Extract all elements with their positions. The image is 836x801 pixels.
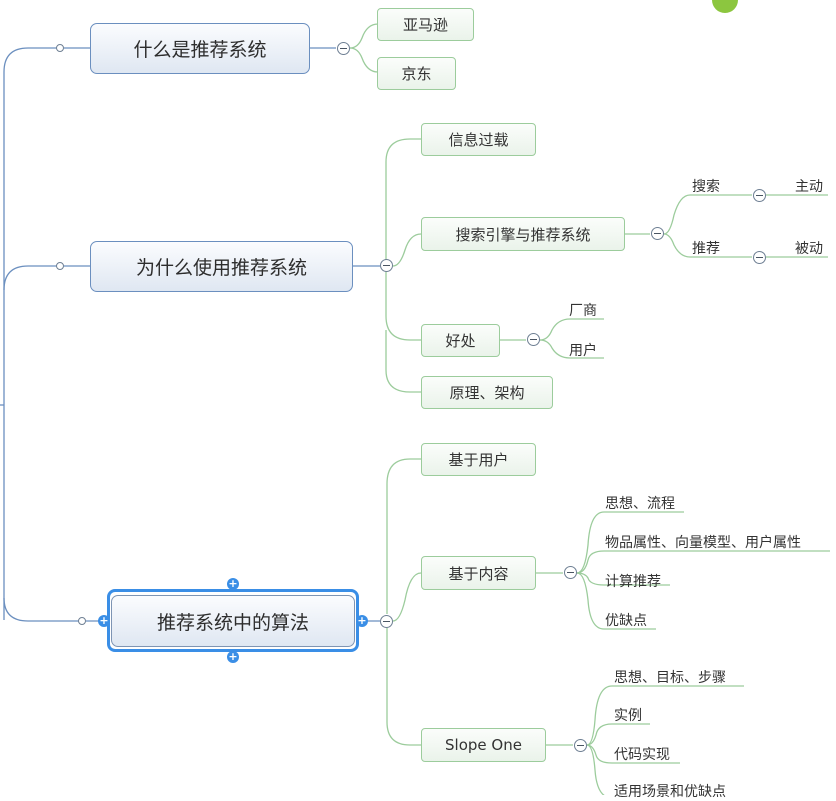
collapse-toggle-icon[interactable]: [527, 333, 540, 346]
leaf-active[interactable]: 主动: [795, 179, 823, 195]
topic-joint: [78, 617, 86, 625]
leaf-slope-3[interactable]: 适用场景和优缺点: [614, 784, 726, 800]
topic-label: 推荐系统中的算法: [156, 611, 309, 634]
subtopic-label: 信息过载: [448, 131, 509, 149]
leaf-recommend[interactable]: 推荐: [692, 241, 720, 257]
subtopic-search-vs-recommend[interactable]: 搜索引擎与推荐系统: [421, 217, 625, 251]
add-topic-bottom-icon[interactable]: +: [227, 650, 239, 663]
leaf-content-3[interactable]: 优缺点: [605, 613, 647, 629]
collapse-toggle-icon[interactable]: [753, 189, 766, 202]
add-topic-left-icon[interactable]: +: [98, 614, 110, 627]
topic-label: 什么是推荐系统: [133, 39, 267, 61]
leaf-content-0[interactable]: 思想、流程: [605, 496, 675, 512]
leaf-user[interactable]: 用户: [569, 343, 597, 359]
leaf-slope-2[interactable]: 代码实现: [614, 747, 670, 763]
topic-label: 为什么使用推荐系统: [135, 257, 307, 279]
add-topic-top-icon[interactable]: +: [227, 577, 239, 590]
add-topic-right-icon[interactable]: +: [356, 614, 368, 627]
topic-why-use-recsys[interactable]: 为什么使用推荐系统: [90, 241, 353, 292]
topic-what-is-recsys[interactable]: 什么是推荐系统: [90, 23, 310, 74]
subtopic-label: 好处: [445, 332, 476, 350]
collapse-toggle-icon[interactable]: [574, 739, 587, 752]
leaf-slope-0[interactable]: 思想、目标、步骤: [614, 670, 726, 686]
collapse-toggle-icon[interactable]: [753, 251, 766, 264]
collapse-toggle-icon[interactable]: [380, 615, 393, 628]
leaf-vendor[interactable]: 厂商: [569, 303, 597, 319]
subtopic-benefit[interactable]: 好处: [421, 324, 500, 357]
subtopic-amazon[interactable]: 亚马逊: [377, 8, 474, 41]
subtopic-label: 基于用户: [448, 451, 509, 469]
subtopic-slope-one[interactable]: Slope One: [421, 728, 546, 762]
leaf-search[interactable]: 搜索: [692, 179, 720, 195]
subtopic-label: 基于内容: [448, 564, 509, 583]
leaf-passive[interactable]: 被动: [795, 241, 823, 257]
leaf-content-1[interactable]: 物品属性、向量模型、用户属性: [605, 535, 801, 551]
leaf-slope-1[interactable]: 实例: [614, 708, 642, 724]
subtopic-label: 搜索引擎与推荐系统: [455, 225, 591, 244]
leaf-content-2[interactable]: 计算推荐: [605, 574, 661, 590]
subtopic-user-based[interactable]: 基于用户: [421, 443, 536, 476]
collapse-toggle-icon[interactable]: [564, 566, 577, 579]
subtopic-info-overload[interactable]: 信息过载: [421, 123, 536, 156]
subtopic-principle[interactable]: 原理、架构: [421, 376, 553, 409]
subtopic-content-based[interactable]: 基于内容: [421, 556, 536, 590]
topic-recsys-algorithms[interactable]: 推荐系统中的算法: [111, 595, 355, 647]
collapse-toggle-icon[interactable]: [380, 259, 393, 272]
floating-marker: [712, 0, 738, 13]
subtopic-label: 京东: [401, 65, 432, 83]
collapse-toggle-icon[interactable]: [337, 42, 350, 55]
topic-joint: [56, 262, 64, 270]
subtopic-label: 原理、架构: [449, 384, 525, 402]
subtopic-jd[interactable]: 京东: [377, 57, 456, 90]
collapse-toggle-icon[interactable]: [651, 227, 664, 240]
topic-joint: [56, 44, 64, 52]
subtopic-label: Slope One: [445, 736, 522, 754]
subtopic-label: 亚马逊: [402, 16, 448, 34]
